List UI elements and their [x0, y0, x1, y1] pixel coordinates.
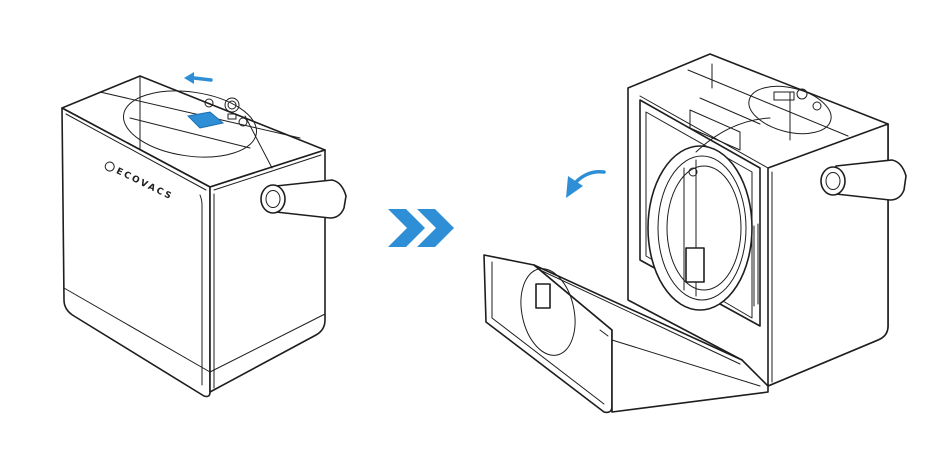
double-chevron-right-icon	[388, 209, 454, 247]
closed-unit-illustration: ECOVACS	[61, 72, 347, 398]
closed-unit-lid-outline	[123, 90, 257, 158]
closed-unit-front-face	[61, 107, 211, 398]
latch-highlight	[186, 111, 225, 129]
closed-unit-button-main	[224, 97, 240, 113]
closed-unit-button-small	[204, 98, 214, 108]
curved-open-arrow-icon	[574, 169, 606, 184]
opened-front-door	[483, 254, 769, 414]
closed-unit-handle	[260, 179, 347, 219]
vent-slots	[753, 223, 759, 307]
opened-unit-illustration	[483, 53, 907, 414]
opened-unit-handle	[820, 159, 907, 201]
filter-drum-outer	[647, 145, 753, 311]
closed-unit-button-secondary	[238, 117, 248, 127]
drum-latch	[685, 247, 705, 283]
slide-latch-arrow-icon	[192, 76, 213, 82]
